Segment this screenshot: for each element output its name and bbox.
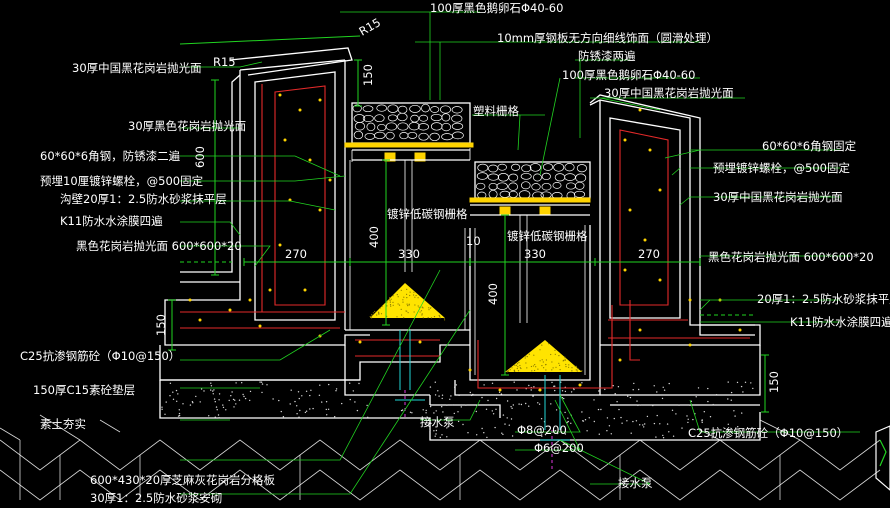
- label-mortar-right: 20厚1：2.5防水砂浆抹平层: [757, 292, 890, 306]
- dim-r15-left: R15: [213, 55, 236, 69]
- label-angle-left: 60*60*6角钢，防锈漆二遍: [40, 149, 181, 163]
- label-granite-top-right: 30厚中国黑花岗岩抛光面: [604, 86, 734, 100]
- dim-150-top: 150: [361, 64, 375, 86]
- label-grate-right: 镀锌低碳钢栅格: [507, 229, 588, 243]
- dim-330-left: 330: [398, 247, 420, 261]
- pipe-lines: [395, 330, 570, 470]
- cobble-left: [351, 102, 471, 144]
- label-cobble-right: 100厚黑色鹅卵石Φ40-60: [562, 68, 695, 82]
- cushion-layer: [159, 379, 761, 441]
- dim-270-right: 270: [638, 247, 660, 261]
- label-cushion: 150厚C15素砼垫层: [33, 383, 135, 397]
- label-tile-right: 黑色花岗岩抛光面 600*600*20: [708, 250, 874, 264]
- label-mortar-bed: 30厚1：2.5防水砂浆安砌: [90, 491, 222, 505]
- label-concrete-left: C25抗渗钢筋砼（Φ10@150）: [20, 349, 180, 363]
- sand-piles: [369, 283, 583, 374]
- label-paving: 600*430*20厚芝麻灰花岗岩分格板: [90, 473, 276, 487]
- label-tile-left: 黑色花岗岩抛光面 600*600*20: [76, 239, 242, 253]
- dimension-text: R15 R15 150 600 270 330 10 330 270 400 4…: [154, 15, 781, 393]
- label-k11-right: K11防水水涂膜四遍: [790, 315, 890, 329]
- label-plastic-grid: 塑料栅格: [473, 104, 519, 118]
- label-anti-rust: 防锈漆两遍: [578, 49, 636, 63]
- dim-330-right: 330: [524, 247, 546, 261]
- soil-hatch: [0, 414, 881, 501]
- dim-150-right: 150: [767, 371, 781, 393]
- corner-marker-icon: [875, 425, 890, 491]
- label-granite-right-3: 30厚中国黑花岗岩抛光面: [713, 190, 843, 204]
- dim-270-left: 270: [285, 247, 307, 261]
- leader-lines: [180, 11, 860, 495]
- label-steel-plate: 10mm厚钢板无方向细线饰面（圆滑处理）: [497, 31, 718, 45]
- label-grate-left: 镀锌低碳钢栅格: [387, 207, 468, 221]
- concrete-stipple: [188, 93, 742, 392]
- label-mortar-left: 沟壁20厚1：2.5防水砂浆抹平层: [60, 192, 227, 206]
- label-concrete-right: C25抗渗钢筋砼（Φ10@150）: [688, 426, 848, 440]
- label-drain-pipe-1: 接水泵: [420, 415, 455, 429]
- dim-10: 10: [466, 234, 481, 248]
- label-drain-pipe-2: 接水泵: [618, 476, 653, 490]
- label-bolt-right: 预埋镀锌螺栓，@500固定: [713, 161, 850, 175]
- label-rebar-2: Φ6@200: [534, 441, 584, 455]
- label-rebar-1: Φ8@200: [517, 423, 567, 437]
- label-top-stone: 100厚黑色鹅卵石Φ40-60: [430, 1, 563, 15]
- drawing-labels: 100厚黑色鹅卵石Φ40-60 10mm厚钢板无方向细线饰面（圆滑处理） 防锈漆…: [20, 1, 890, 505]
- label-k11-left: K11防水水涂膜四遍: [60, 214, 163, 228]
- cobble-right: [474, 161, 591, 200]
- label-bolt-left: 预埋10厘镀锌螺栓，@500固定: [40, 174, 204, 188]
- steel-plates: [344, 142, 591, 216]
- label-granite-left-2: 30厚黑色花岗岩抛光面: [128, 119, 246, 133]
- dim-r15-top: R15: [357, 15, 384, 38]
- dimension-lines: [168, 35, 769, 413]
- dim-150-left: 150: [154, 314, 168, 336]
- label-soil: 素土夯实: [40, 417, 86, 431]
- grating: [351, 148, 590, 323]
- rebar-lines: [180, 84, 750, 389]
- dim-400-right: 400: [486, 283, 500, 305]
- dim-400-left: 400: [367, 226, 381, 248]
- label-granite-top-left: 30厚中国黑花岗岩抛光面: [72, 61, 202, 75]
- label-angle-right: 60*60*6角钢固定: [762, 139, 857, 153]
- dim-600: 600: [193, 146, 207, 168]
- concrete-structure: [159, 59, 761, 405]
